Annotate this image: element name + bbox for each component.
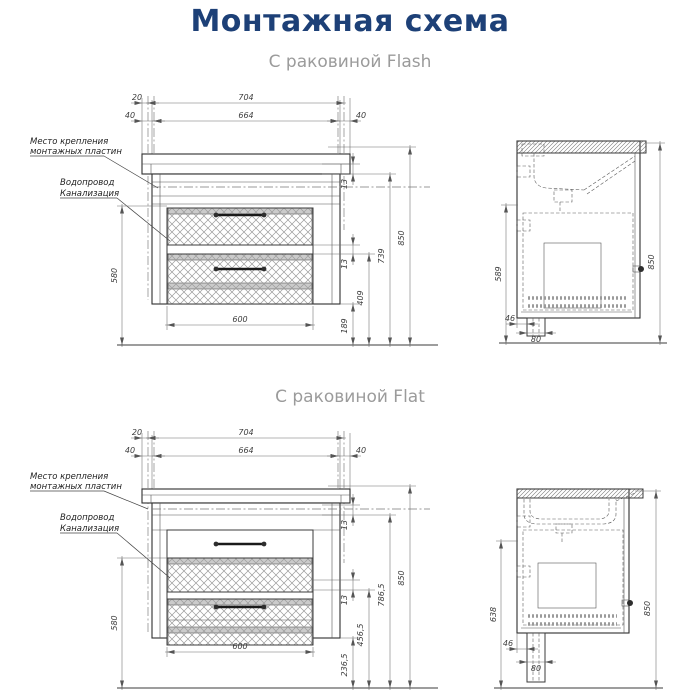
front-view-flash-dim-13b: 13 [340,259,349,269]
front-view-flash-label-plumbing-1: Водопровод [60,178,114,188]
front-view-flash-dim-20: 20 [132,93,142,102]
side-view-flat-dim-850: 850 [643,601,652,616]
side-view-flat-drawing: 638 46 80 850 [489,488,663,690]
front-view-flat-label-mounting-2: монтажных пластин [30,482,122,492]
side-view-flash-dim-46: 46 [505,314,515,323]
front-view-flat-label-plumbing-1: Водопровод [60,513,114,523]
side-view-flash-dim-height-left: 589 [494,266,503,281]
front-view-flat-dim-704: 704 [238,428,253,437]
front-view-flat-dim-664: 664 [238,446,253,455]
side-view-flat-dim-80: 80 [531,664,541,673]
front-view-flat-dim-13b: 13 [340,595,349,605]
front-view-flat-dim-h2: 456,5 [356,624,365,647]
front-view-flat-label-mounting-1: Место крепления [30,472,108,482]
side-view-flash-dim-850: 850 [647,254,656,269]
side-view-flash: 589 46 80 850 [488,128,700,368]
page-title: Монтажная схема [190,4,510,39]
front-view-flash-dim-664: 664 [238,111,253,120]
front-view-flat-dim-20: 20 [132,428,142,437]
side-view-flat: 638 46 80 850 [489,488,663,690]
front-view-flat-label-plumbing-2: Канализация [60,524,119,534]
front-view-flash-dim-40l: 40 [125,111,135,120]
front-view-flash-dim-h3: 739 [377,248,386,263]
front-view-flash-dim-40r: 40 [356,111,366,120]
front-view-flat-dim-13a: 13 [340,520,349,530]
front-view-flash-dim-h1: 189 [340,318,349,333]
side-view-flash: 589 46 80 850 [494,140,667,345]
side-view-flash-dim-80: 80 [531,335,541,344]
front-view-flash-dim-704: 704 [238,93,253,102]
front-view-flat-dim-h3: 786,5 [377,584,386,607]
front-view-flat-dim-h1: 236,5 [340,654,349,677]
front-view-flat-dim-40l: 40 [125,446,135,455]
subtitle-flash: С раковиной Flash [268,52,432,72]
front-view-flash-dim-h4: 850 [397,230,406,245]
front-view-flash-dim-13a: 13 [340,179,349,189]
front-view-flat-dim-600: 600 [232,642,247,651]
front-view-flash-label-mounting-1: Место крепления [30,137,108,147]
front-view-flash-label-plumbing-2: Канализация [60,189,119,199]
front-view-flash-dim-580: 580 [110,268,119,283]
front-view-flat-dim-40r: 40 [356,446,366,455]
front-view-flash-dim-h2: 409 [356,290,365,305]
front-view-flat-dim-h4: 850 [397,570,406,585]
side-view-flat-dim-46: 46 [503,639,513,648]
side-view-flat-dim-height-left: 638 [489,607,498,622]
front-view-flash-label-mounting-2: монтажных пластин [30,147,122,157]
front-view-flat-dim-580: 580 [110,615,119,630]
subtitle-flat: С раковиной Flat [275,387,425,407]
side-view-flat: 638 46 80 850 [488,468,700,700]
front-view-flash-dim-600: 600 [232,315,247,324]
side-view-flash-drawing: 589 46 80 850 [494,140,667,345]
